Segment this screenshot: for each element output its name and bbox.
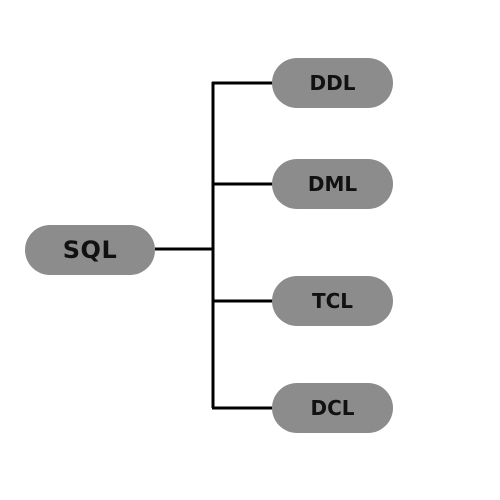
node-dcl-label: DCL <box>310 396 355 420</box>
node-sql-label: SQL <box>62 236 118 264</box>
node-sql: SQL <box>25 225 155 275</box>
node-tcl-label: TCL <box>311 289 354 313</box>
node-ddl: DDL <box>272 58 393 108</box>
node-ddl-label: DDL <box>309 71 356 95</box>
node-dcl: DCL <box>272 383 393 433</box>
node-dml: DML <box>272 159 393 209</box>
node-tcl: TCL <box>272 276 393 326</box>
node-dml-label: DML <box>307 172 358 196</box>
